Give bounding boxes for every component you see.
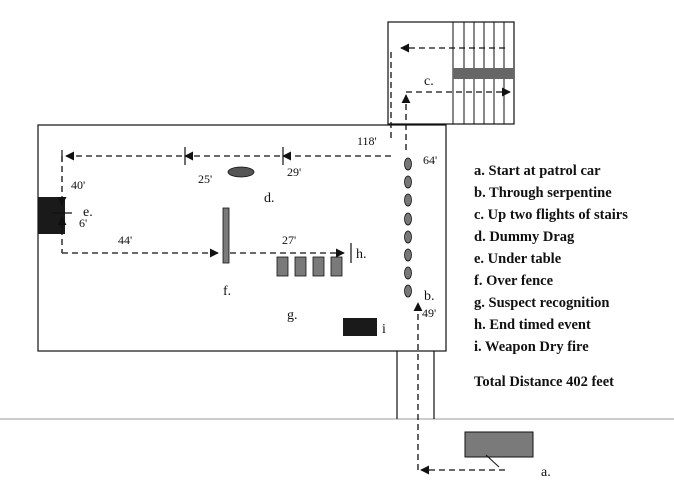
legend-item-h: h. End timed event	[474, 317, 591, 333]
legend-item-b: b. Through serpentine	[474, 185, 612, 201]
marker-i: i	[382, 322, 386, 337]
legend-item-c: c. Up two flights of stairs	[474, 207, 628, 223]
patrol-car	[464, 431, 534, 458]
legend-item-a: a. Start at patrol car	[474, 163, 601, 179]
fence	[222, 207, 230, 264]
marker-b: b.	[424, 289, 435, 304]
entrance-corridor	[396, 351, 435, 419]
distance-49: 49'	[422, 306, 436, 320]
marker-d: d.	[264, 191, 275, 206]
total-distance: Total Distance 402 feet	[474, 374, 615, 390]
legend-item-d: d. Dummy Drag	[474, 229, 575, 245]
marker-f: f.	[223, 284, 231, 299]
legend-item-e: e. Under table	[474, 251, 562, 267]
legend-item-f: f. Over fence	[474, 273, 554, 289]
suspect-targets	[276, 256, 343, 277]
distance-27: 27'	[282, 233, 296, 247]
distance-25: 25'	[198, 172, 212, 186]
distance-118: 118'	[357, 134, 377, 148]
marker-c: c.	[424, 74, 434, 89]
distance-64: 64'	[423, 153, 437, 167]
dummy	[227, 166, 255, 178]
marker-g: g.	[287, 308, 298, 323]
patrol-car-pointer	[485, 454, 500, 468]
serpentine-cones	[404, 157, 412, 298]
marker-e: e.	[83, 205, 93, 220]
marker-a: a.	[541, 465, 551, 480]
main-building	[37, 124, 447, 352]
dry-fire-station	[343, 318, 377, 336]
distance-6: 6'	[79, 216, 87, 230]
route-path	[57, 43, 511, 475]
legend-item-i: i. Weapon Dry fire	[474, 339, 589, 355]
legend: a. Start at patrol car b. Through serpen…	[474, 160, 670, 391]
legend-item-g: g. Suspect recognition	[474, 295, 610, 311]
stair-landing	[453, 68, 514, 79]
distance-29: 29'	[287, 165, 301, 179]
distance-40: 40'	[71, 178, 85, 192]
segment-ticks	[52, 147, 352, 263]
marker-h: h.	[356, 247, 367, 262]
under-table	[38, 197, 65, 234]
distance-44: 44'	[118, 233, 132, 247]
